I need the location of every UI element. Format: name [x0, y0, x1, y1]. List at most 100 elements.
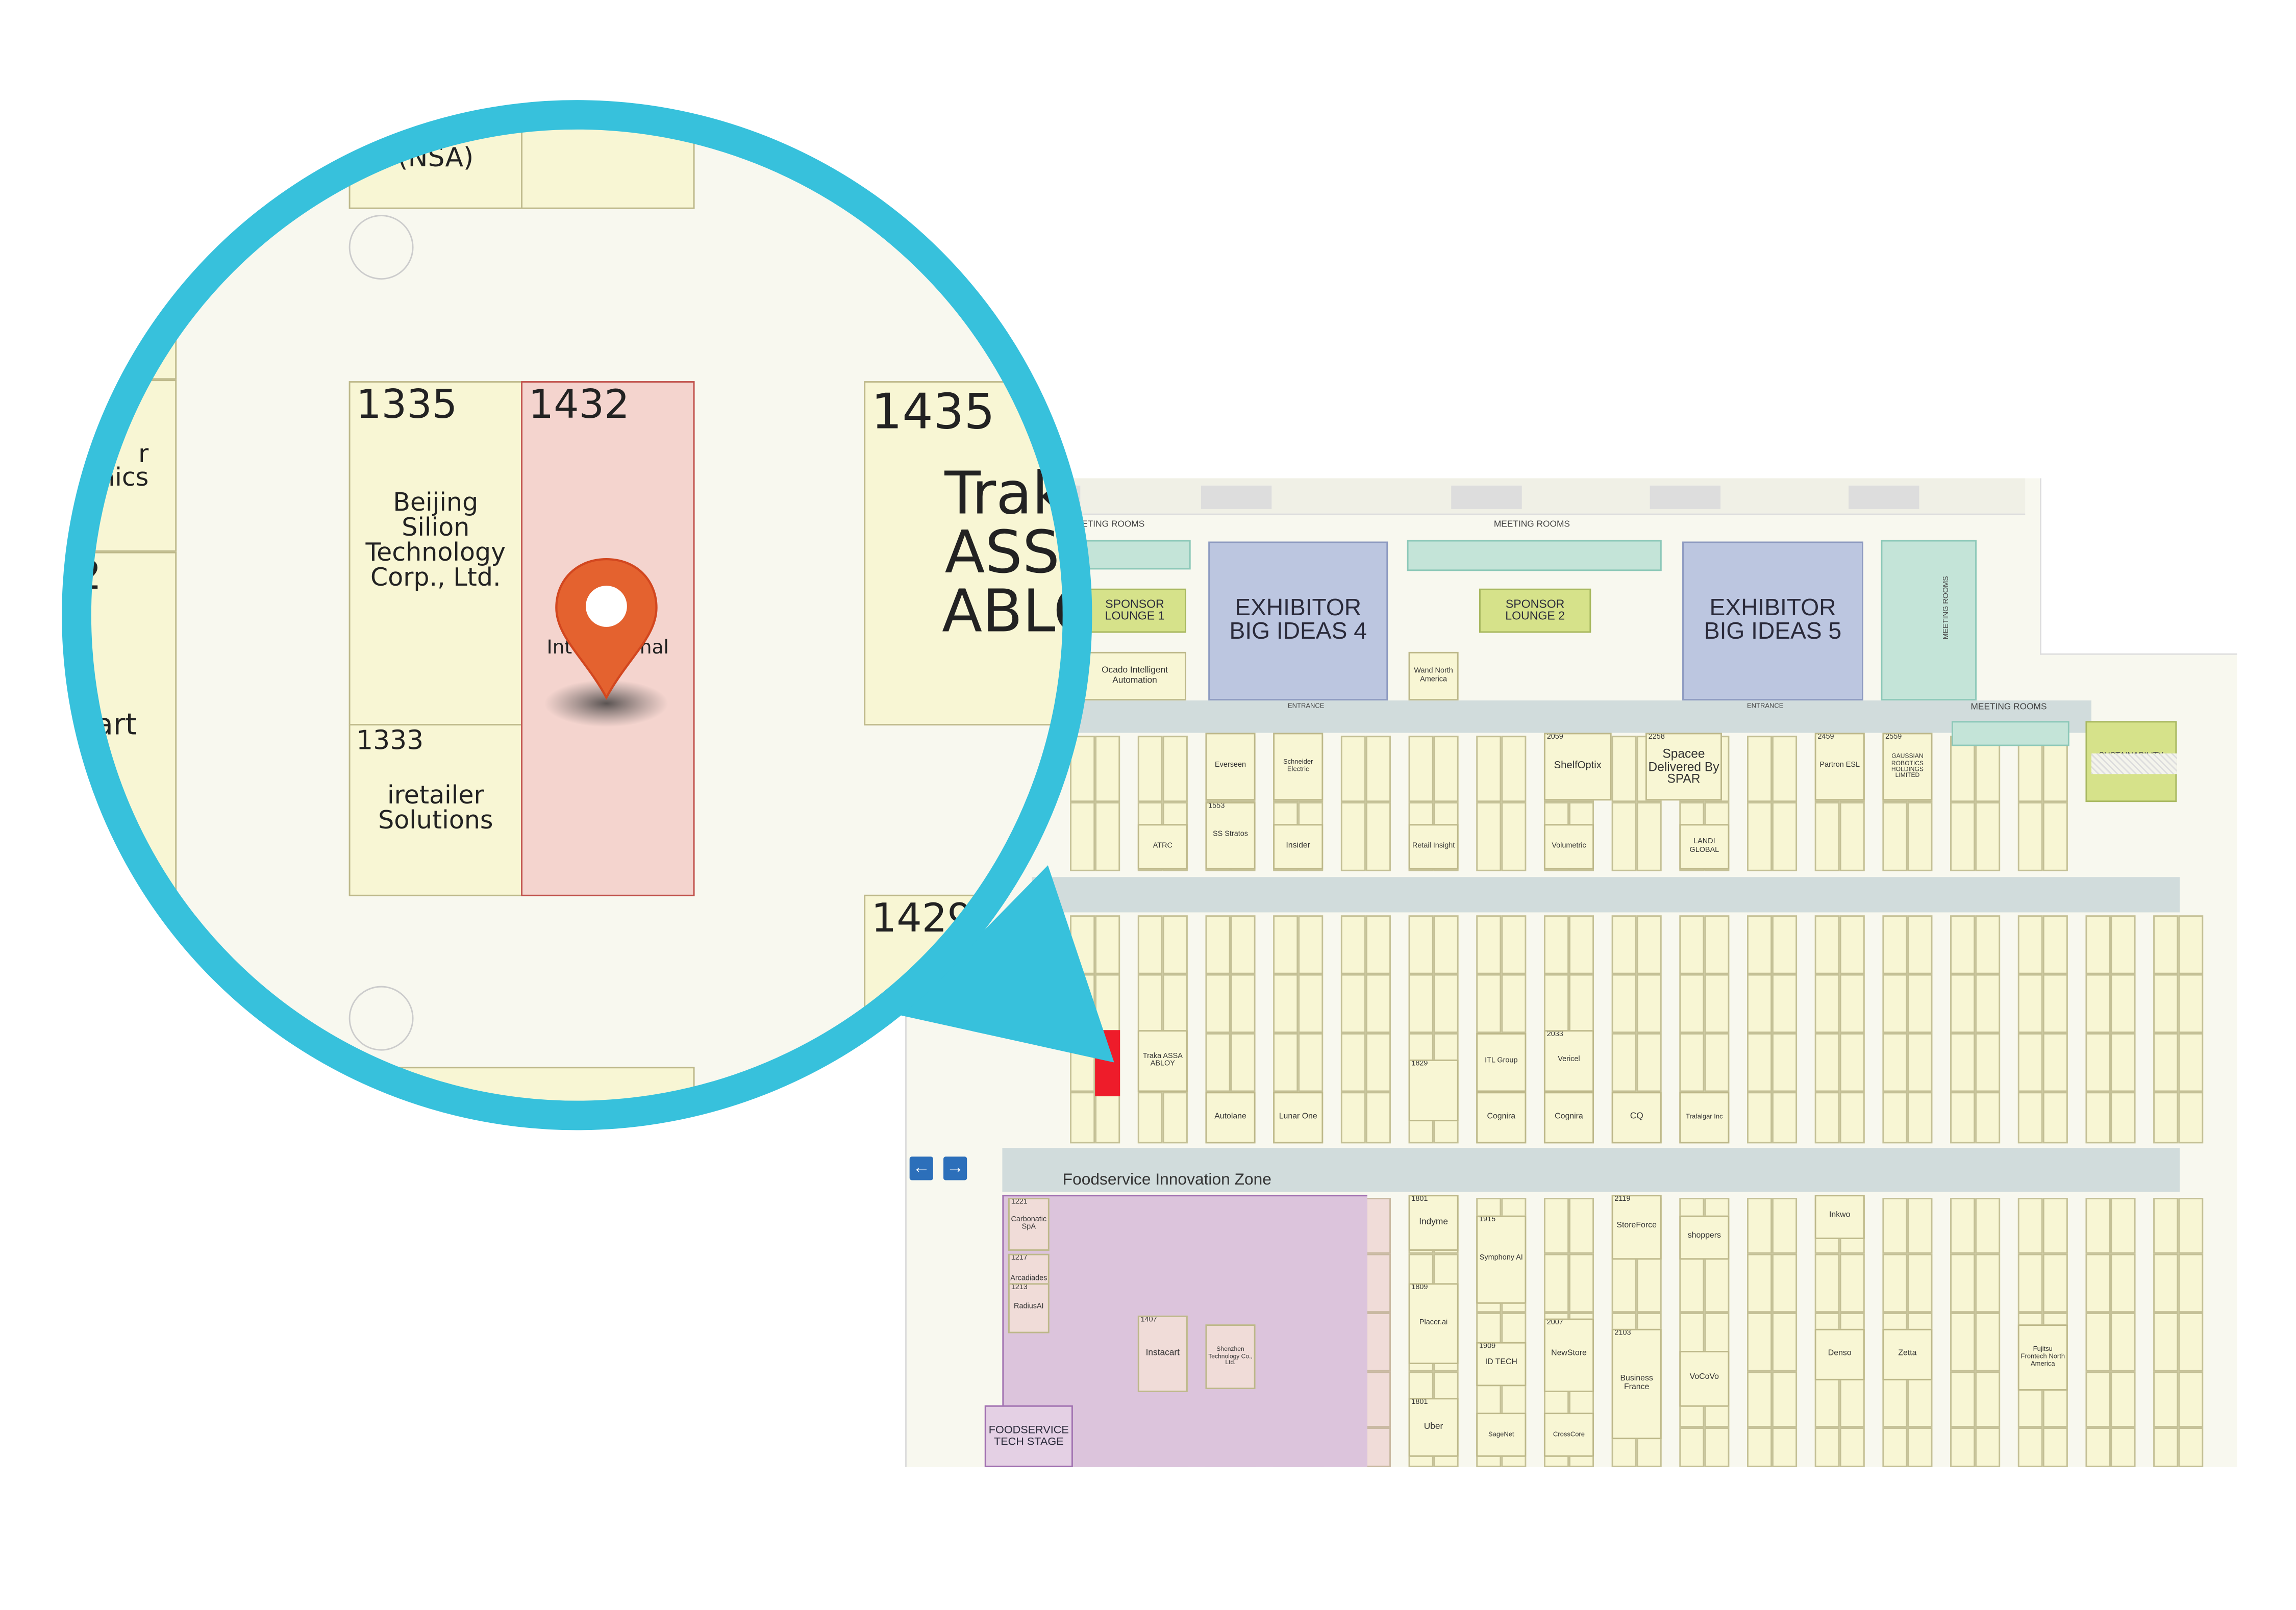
booth[interactable]: [1747, 974, 1773, 1033]
booth[interactable]: [1907, 1198, 1933, 1254]
booth[interactable]: [1568, 1253, 1594, 1313]
booth[interactable]: [2017, 1092, 2043, 1144]
booth[interactable]: [1950, 1198, 1976, 1254]
booth[interactable]: [1975, 802, 2001, 871]
booth[interactable]: [2178, 1033, 2204, 1092]
booth[interactable]: [1205, 974, 1231, 1033]
booth[interactable]: [1882, 1427, 1908, 1467]
named-booth[interactable]: Everseen: [1205, 733, 1256, 801]
booth[interactable]: [2042, 802, 2068, 871]
booth[interactable]: [1636, 802, 1662, 871]
booth[interactable]: [1975, 1371, 2001, 1428]
booth[interactable]: [2110, 1427, 2136, 1467]
booth[interactable]: [1679, 1033, 1705, 1092]
booth[interactable]: [1907, 1253, 1933, 1313]
booth[interactable]: [1907, 1371, 1933, 1428]
booth[interactable]: [1611, 1033, 1637, 1092]
booth[interactable]: [1950, 802, 1976, 871]
named-booth[interactable]: CQ: [1611, 1092, 1662, 1144]
booth[interactable]: [1340, 736, 1366, 802]
booth[interactable]: [1975, 1092, 2001, 1144]
booth[interactable]: [2178, 1313, 2204, 1372]
booth[interactable]: [1814, 802, 1840, 871]
booth[interactable]: [1230, 915, 1256, 974]
booth[interactable]: [2153, 1371, 2179, 1428]
booth[interactable]: [1340, 802, 1366, 871]
foodservice-tech-stage[interactable]: FOODSERVICE TECH STAGE: [984, 1405, 1073, 1467]
booth[interactable]: [2110, 974, 2136, 1033]
booth[interactable]: [2153, 1092, 2179, 1144]
booth[interactable]: [1747, 915, 1773, 974]
booth[interactable]: [1772, 1427, 1798, 1467]
booth[interactable]: [2178, 1371, 2204, 1428]
booth[interactable]: [2085, 1033, 2111, 1092]
booth[interactable]: [1568, 1198, 1594, 1254]
booth[interactable]: [1975, 974, 2001, 1033]
booth[interactable]: [1704, 1427, 1730, 1467]
booth[interactable]: [1772, 1198, 1798, 1254]
booth[interactable]: [1340, 974, 1366, 1033]
booth[interactable]: [1273, 974, 1299, 1033]
booth[interactable]: [1839, 1033, 1865, 1092]
booth[interactable]: [2178, 915, 2204, 974]
booth[interactable]: [1882, 974, 1908, 1033]
booth[interactable]: [2042, 1253, 2068, 1313]
named-booth[interactable]: Volumetric: [1543, 824, 1594, 870]
booth[interactable]: [1704, 915, 1730, 974]
booth[interactable]: [1365, 1033, 1391, 1092]
next-button[interactable]: →: [943, 1156, 967, 1180]
booth[interactable]: [1433, 974, 1459, 1033]
booth[interactable]: [1950, 1427, 1976, 1467]
booth[interactable]: [1772, 1313, 1798, 1372]
named-booth[interactable]: Denso: [1814, 1328, 1865, 1380]
booth[interactable]: [1839, 915, 1865, 974]
booth[interactable]: [1882, 1198, 1908, 1254]
booth[interactable]: [1814, 1253, 1840, 1313]
booth[interactable]: [1950, 974, 1976, 1033]
booth[interactable]: [1340, 915, 1366, 974]
booth[interactable]: [2110, 1371, 2136, 1428]
booth[interactable]: [1137, 736, 1163, 802]
booth[interactable]: [1882, 915, 1908, 974]
booth[interactable]: [1679, 974, 1705, 1033]
booth[interactable]: [1365, 736, 1391, 802]
booth[interactable]: [2085, 1092, 2111, 1144]
named-booth[interactable]: Traka ASSA ABLOY: [1137, 1030, 1188, 1092]
booth[interactable]: [1273, 1033, 1299, 1092]
booth[interactable]: [1095, 802, 1120, 871]
booth[interactable]: [2017, 1427, 2043, 1467]
booth[interactable]: [1772, 1371, 1798, 1428]
booth[interactable]: [2153, 1253, 2179, 1313]
named-booth[interactable]: ITL Group: [1476, 1033, 1527, 1092]
booth[interactable]: [1975, 1033, 2001, 1092]
booth[interactable]: [1772, 915, 1798, 974]
named-booth[interactable]: Cognira: [1476, 1092, 1527, 1144]
booth[interactable]: [2178, 1092, 2204, 1144]
booth[interactable]: [1340, 1092, 1366, 1144]
booth[interactable]: [1704, 974, 1730, 1033]
booth[interactable]: [1814, 974, 1840, 1033]
booth[interactable]: [1950, 1313, 1976, 1372]
named-booth[interactable]: VoCoVo: [1679, 1351, 1730, 1407]
booth[interactable]: [1476, 802, 1502, 871]
booth[interactable]: [1907, 1092, 1933, 1144]
booth[interactable]: [1772, 1092, 1798, 1144]
booth[interactable]: [1975, 736, 2001, 802]
booth[interactable]: [1839, 1427, 1865, 1467]
booth[interactable]: [1772, 974, 1798, 1033]
booth[interactable]: [1747, 1198, 1773, 1254]
named-booth[interactable]: Inkwo: [1814, 1195, 1865, 1239]
named-booth[interactable]: SageNet: [1476, 1413, 1527, 1457]
booth[interactable]: [1433, 736, 1459, 802]
booth[interactable]: [1137, 915, 1163, 974]
booth[interactable]: [1476, 736, 1502, 802]
